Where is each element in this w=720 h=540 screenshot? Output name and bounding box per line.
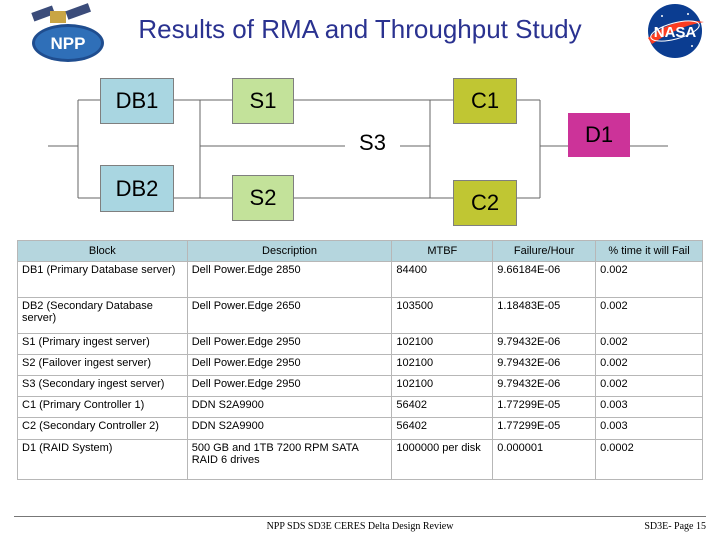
cell-description: 500 GB and 1TB 7200 RPM SATA RAID 6 driv… <box>186 439 393 480</box>
cell-percent-fail: 0.003 <box>595 417 703 440</box>
table-row: DB1 (Primary Database server) Dell Power… <box>17 261 703 298</box>
page-title: Results of RMA and Throughput Study <box>138 14 582 44</box>
nasa-logo-text: NASA <box>654 24 697 41</box>
block-c1: C1 <box>453 78 517 124</box>
cell-block: C2 (Secondary Controller 2) <box>17 417 188 440</box>
cell-mtbf: 56402 <box>391 417 494 440</box>
cell-failure-hour: 9.66184E-06 <box>492 261 597 298</box>
cell-failure-hour: 1.77299E-05 <box>492 417 597 440</box>
cell-failure-hour: 0.000001 <box>492 439 597 480</box>
cell-block: DB1 (Primary Database server) <box>17 261 188 298</box>
block-d1: D1 <box>568 113 630 157</box>
table-row: D1 (RAID System) 500 GB and 1TB 7200 RPM… <box>17 439 703 480</box>
cell-mtbf: 56402 <box>391 396 494 418</box>
block-db1: DB1 <box>100 78 174 124</box>
cell-description: Dell Power.Edge 2850 <box>186 261 393 298</box>
cell-mtbf: 103500 <box>391 297 494 334</box>
reliability-diagram-lines <box>48 99 668 199</box>
footer-page-number: SD3E- Page 15 <box>644 521 706 532</box>
block-s1: S1 <box>232 78 294 124</box>
block-c2: C2 <box>453 180 517 226</box>
cell-percent-fail: 0.002 <box>595 354 703 376</box>
table-row: S2 (Failover ingest server) Dell Power.E… <box>17 354 703 376</box>
footer-divider <box>14 516 706 517</box>
cell-description: Dell Power.Edge 2950 <box>186 354 393 376</box>
column-header-mtbf: MTBF <box>391 240 494 262</box>
column-header-block: Block <box>17 240 188 262</box>
block-s3: S3 <box>345 125 400 161</box>
nasa-logo: NASA <box>648 4 704 58</box>
cell-block: DB2 (Secondary Database server) <box>17 297 188 334</box>
cell-mtbf: 84400 <box>391 261 494 298</box>
cell-failure-hour: 9.79432E-06 <box>492 375 597 397</box>
column-header-percent-fail: % time it will Fail <box>595 240 703 262</box>
cell-description: Dell Power.Edge 2950 <box>186 375 393 397</box>
table-row: C1 (Primary Controller 1) DDN S2A9900 56… <box>17 396 703 418</box>
cell-failure-hour: 1.18483E-05 <box>492 297 597 334</box>
cell-percent-fail: 0.002 <box>595 261 703 298</box>
cell-percent-fail: 0.002 <box>595 297 703 334</box>
cell-percent-fail: 0.002 <box>595 375 703 397</box>
column-header-failure-hour: Failure/Hour <box>492 240 597 262</box>
rma-results-table: Block Description MTBF Failure/Hour % ti… <box>17 240 703 480</box>
table-header-row: Block Description MTBF Failure/Hour % ti… <box>17 240 703 262</box>
footer-center-text: NPP SDS SD3E CERES Delta Design Review <box>266 521 454 532</box>
cell-mtbf: 102100 <box>391 333 494 355</box>
cell-description: Dell Power.Edge 2650 <box>186 297 393 334</box>
cell-block: S2 (Failover ingest server) <box>17 354 188 376</box>
cell-mtbf: 102100 <box>391 375 494 397</box>
cell-description: DDN S2A9900 <box>186 396 393 418</box>
cell-mtbf: 102100 <box>391 354 494 376</box>
cell-block: C1 (Primary Controller 1) <box>17 396 188 418</box>
cell-description: DDN S2A9900 <box>186 417 393 440</box>
table-row: DB2 (Secondary Database server) Dell Pow… <box>17 297 703 334</box>
cell-failure-hour: 9.79432E-06 <box>492 354 597 376</box>
cell-percent-fail: 0.0002 <box>595 439 703 480</box>
npp-logo: NPP <box>31 3 104 62</box>
block-db2: DB2 <box>100 165 174 212</box>
cell-block: S3 (Secondary ingest server) <box>17 375 188 397</box>
table-row: S1 (Primary ingest server) Dell Power.Ed… <box>17 333 703 355</box>
cell-mtbf: 1000000 per disk <box>391 439 494 480</box>
block-s2: S2 <box>232 175 294 221</box>
column-header-description: Description <box>186 240 393 262</box>
cell-description: Dell Power.Edge 2950 <box>186 333 393 355</box>
npp-logo-text: NPP <box>51 34 86 53</box>
cell-percent-fail: 0.002 <box>595 333 703 355</box>
cell-block: D1 (RAID System) <box>17 439 188 480</box>
cell-percent-fail: 0.003 <box>595 396 703 418</box>
cell-failure-hour: 1.77299E-05 <box>492 396 597 418</box>
cell-block: S1 (Primary ingest server) <box>17 333 188 355</box>
table-row: C2 (Secondary Controller 2) DDN S2A9900 … <box>17 417 703 440</box>
cell-failure-hour: 9.79432E-06 <box>492 333 597 355</box>
table-row: S3 (Secondary ingest server) Dell Power.… <box>17 375 703 397</box>
